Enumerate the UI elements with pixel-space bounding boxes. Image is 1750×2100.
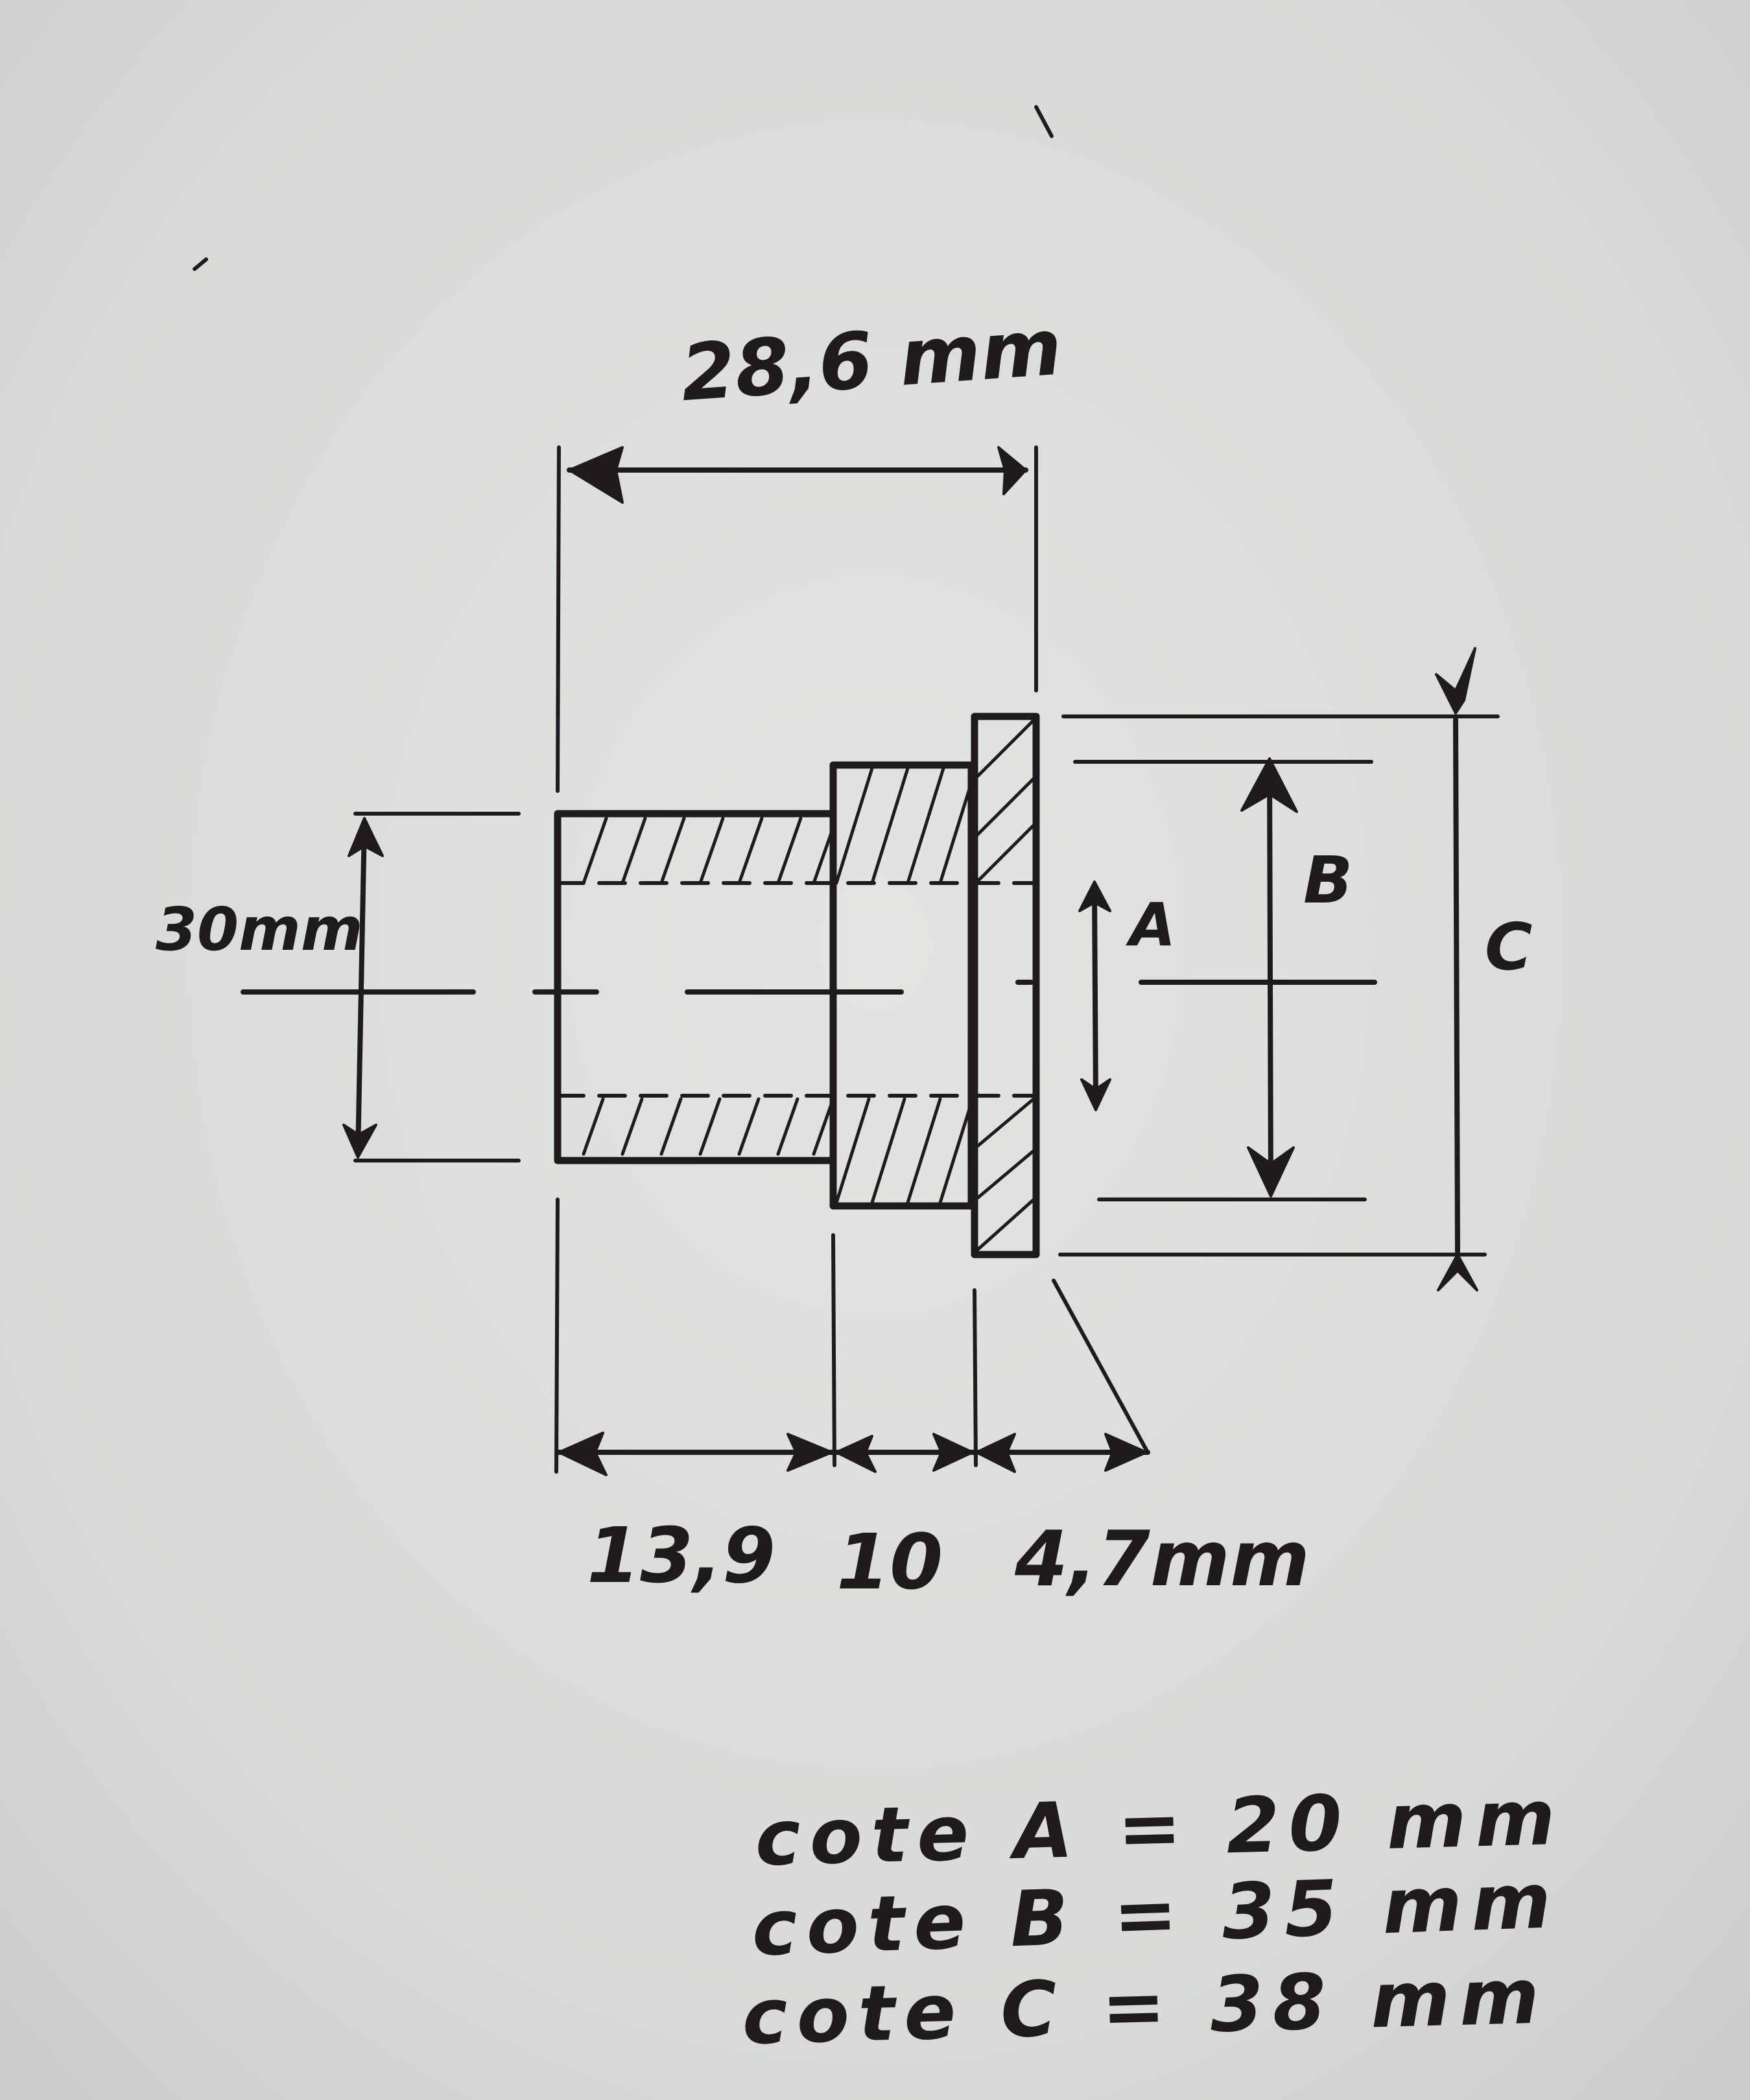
dimension-b — [1073, 757, 1373, 1201]
dimension-c — [1058, 647, 1500, 1292]
label-length-1: 13,9 — [587, 1511, 775, 1600]
note-cote-c: cote C = 38 mm — [741, 1951, 1550, 2062]
label-left-height: 30mm — [156, 895, 363, 964]
dimension-overall-length — [556, 445, 1038, 793]
label-length-3: 4,7mm — [1014, 1514, 1310, 1603]
paper-speck — [1034, 105, 1054, 138]
label-b: B — [1303, 842, 1353, 918]
dimension-length-chain — [554, 1197, 1150, 1476]
note-cote-a: cote A = 20 mm — [754, 1773, 1565, 1883]
dimension-a — [1078, 880, 1111, 1111]
section-hatching — [582, 714, 1037, 1253]
paper-speck — [193, 257, 208, 271]
flange-outline — [971, 713, 1040, 1258]
notes-block: cote A = 20 mm cote B = 35 mm cote C = 3… — [741, 1773, 1565, 2062]
label-a: A — [1126, 890, 1176, 960]
label-length-2: 10 — [836, 1517, 943, 1607]
part-outline — [554, 713, 1040, 1258]
dimension-left-height — [342, 812, 521, 1162]
center-line — [241, 980, 1377, 995]
label-c: C — [1485, 909, 1532, 985]
